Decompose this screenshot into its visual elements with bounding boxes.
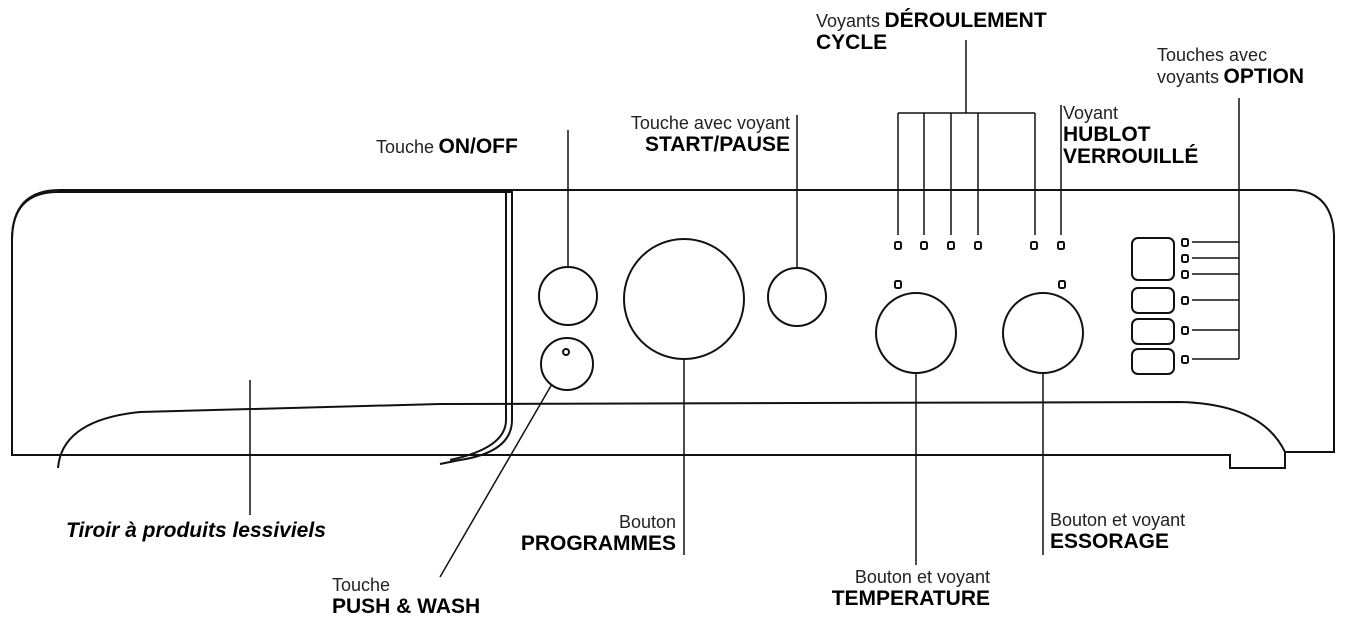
- label-programmes-line1: Bouton: [618, 512, 676, 532]
- label-onoff: Touche ON/OFF: [376, 135, 518, 158]
- label-programmes: Bouton PROGRAMMES: [470, 513, 676, 555]
- cycle-led-4: [974, 241, 982, 250]
- label-pushwash-line1: Touche: [332, 575, 391, 595]
- detergent-drawer: [11, 191, 513, 465]
- option-led-5: [1181, 326, 1189, 335]
- label-hublot-line1: Voyant: [1063, 103, 1119, 123]
- option-button-4[interactable]: [1131, 348, 1175, 375]
- label-onoff-bold: ON/OFF: [438, 135, 518, 158]
- label-pushwash-bold: PUSH & WASH: [332, 594, 481, 618]
- essorage-led: [1058, 280, 1066, 289]
- temperature-knob[interactable]: [875, 292, 957, 374]
- option-button-large[interactable]: [1131, 237, 1175, 281]
- label-pushwash: Touche PUSH & WASH: [332, 576, 480, 618]
- label-hublot-bold3: VERROUILLÉ: [1063, 144, 1199, 168]
- temperature-led: [894, 280, 902, 289]
- label-tiroir-text: Tiroir à produits lessiviels: [66, 519, 326, 542]
- label-option-line1: Touches avec: [1157, 45, 1268, 65]
- label-hublot: Voyant HUBLOT VERROUILLÉ: [1063, 104, 1198, 168]
- hublot-led-1: [1030, 241, 1038, 250]
- pushwash-button[interactable]: [540, 337, 594, 391]
- label-option-prefix: voyants: [1157, 66, 1220, 87]
- startpause-button[interactable]: [767, 267, 827, 327]
- label-cycle-bold1: DÉROULEMENT: [884, 9, 1047, 32]
- cycle-led-1: [894, 241, 902, 250]
- essorage-knob[interactable]: [1002, 292, 1084, 374]
- label-tiroir: Tiroir à produits lessiviels: [66, 519, 326, 542]
- label-option: Touches avec voyants OPTION: [1157, 46, 1304, 88]
- label-cycle-prefix: Voyants: [816, 11, 881, 31]
- option-led-2: [1181, 254, 1189, 263]
- label-temperature: Bouton et voyant TEMPERATURE: [780, 568, 990, 610]
- programmes-knob[interactable]: [623, 238, 745, 360]
- label-temperature-line1: Bouton et voyant: [854, 567, 990, 587]
- option-led-6: [1181, 355, 1189, 364]
- hublot-led-2: [1057, 241, 1065, 250]
- option-led-4: [1181, 296, 1189, 305]
- label-cycle-bold2: CYCLE: [816, 31, 888, 55]
- label-startpause: Touche avec voyant START/PAUSE: [585, 114, 790, 156]
- label-cycle-leds: Voyants DÉROULEMENT CYCLE: [816, 9, 1047, 55]
- label-essorage-bold: ESSORAGE: [1050, 529, 1170, 553]
- option-led-3: [1181, 270, 1189, 279]
- pushwash-led: [562, 348, 570, 356]
- label-startpause-bold: START/PAUSE: [644, 132, 790, 156]
- onoff-button[interactable]: [538, 266, 598, 326]
- detergent-drawer-edge: [449, 192, 507, 461]
- label-onoff-prefix: Touche: [376, 137, 435, 157]
- label-programmes-bold: PROGRAMMES: [520, 531, 676, 555]
- cycle-led-2: [920, 241, 928, 250]
- label-essorage: Bouton et voyant ESSORAGE: [1050, 511, 1185, 553]
- label-startpause-line1: Touche avec voyant: [630, 113, 790, 133]
- label-hublot-bold2: HUBLOT: [1063, 122, 1151, 146]
- label-option-bold: OPTION: [1223, 64, 1305, 88]
- label-essorage-line1: Bouton et voyant: [1050, 510, 1186, 530]
- option-button-2[interactable]: [1131, 287, 1175, 314]
- leader-lines: [249, 40, 1240, 578]
- label-temperature-bold: TEMPERATURE: [831, 586, 990, 610]
- cycle-led-3: [947, 241, 955, 250]
- option-led-1: [1181, 238, 1189, 247]
- option-button-3[interactable]: [1131, 318, 1175, 345]
- panel-outline: [11, 189, 1335, 469]
- panel-lower-curve: [57, 400, 1286, 469]
